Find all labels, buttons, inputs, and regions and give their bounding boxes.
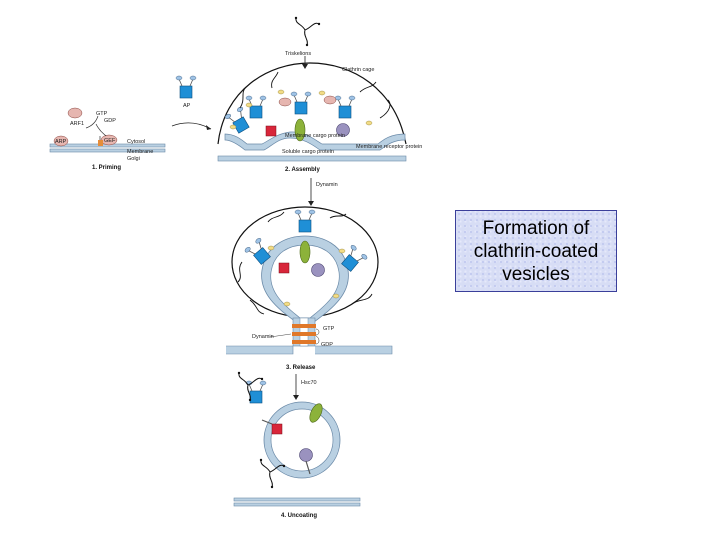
priming-gef-label: GEF <box>104 138 116 144</box>
ap-adaptor-free <box>175 75 197 99</box>
priming-golgi-label: Golgi <box>127 156 140 162</box>
hsc70-label: Hsc70 <box>301 380 317 386</box>
priming-panel: GTP GDP ARF1 GEF ARP Cytosol Membrane Go… <box>49 107 166 171</box>
priming-arf1-label: ARF1 <box>70 121 84 127</box>
step-label-priming: 1. Priming <box>92 165 121 171</box>
soluble-cargo-label: Soluble cargo protein <box>282 149 334 155</box>
assembly-panel: Triskelions Clathrin cage Membrane cargo… <box>217 16 422 173</box>
release-dynamin-label: Dynamin <box>252 334 274 340</box>
priming-membrane-label: Membrane <box>127 149 153 155</box>
release-gtp-label: GTP <box>323 326 335 332</box>
dynamin-arrow-label: Dynamin <box>316 182 338 188</box>
release-panel: Dynamin GTP GDP 3. Release <box>226 206 393 371</box>
priming-gdp-label: GDP <box>104 118 116 124</box>
step-label-release: 3. Release <box>286 365 316 371</box>
step-label-assembly: 2. Assembly <box>285 167 320 173</box>
membrane-cargo-label: Membrane cargo protein <box>285 133 345 139</box>
priming-gtp-label: GTP <box>96 111 108 117</box>
priming-arp-label: ARP <box>55 139 67 145</box>
title-box: Formation of clathrin-coated vesicles <box>455 210 617 292</box>
ap-label: AP <box>183 103 191 109</box>
clathrin-cage-label: Clathrin cage <box>342 67 374 73</box>
uncoating-panel: 4. Uncoating <box>233 371 361 519</box>
membrane-receptor-label: Membrane receptor protein <box>356 144 422 150</box>
step-label-uncoating: 4. Uncoating <box>281 513 317 519</box>
slide-title: Formation of clathrin-coated vesicles <box>473 217 599 285</box>
release-gdp-label: GDP <box>321 342 333 348</box>
priming-cytosol-label: Cytosol <box>127 139 145 145</box>
triskelions-label: Triskelions <box>285 51 311 57</box>
